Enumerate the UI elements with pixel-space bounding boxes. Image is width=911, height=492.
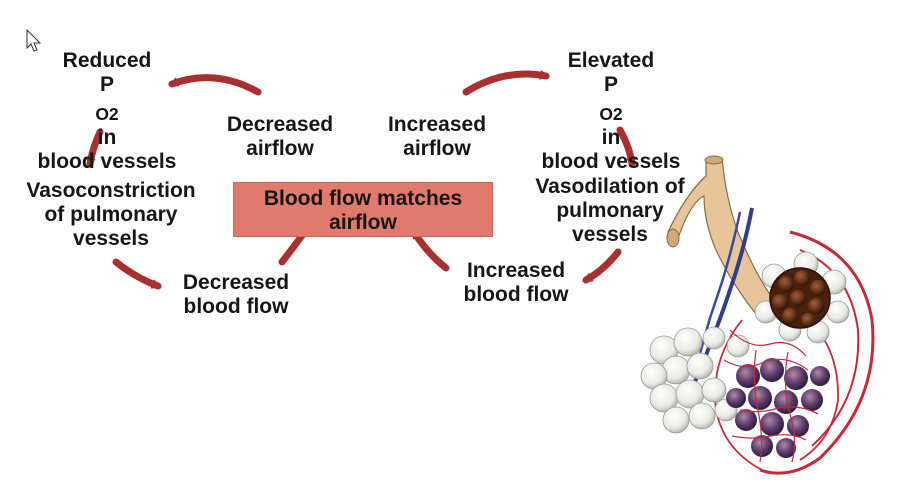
- center-line2: airflow: [329, 211, 397, 234]
- capillary-network: [723, 329, 819, 463]
- artery: [759, 230, 875, 475]
- label-decreased-airflow: Decreased airflow: [210, 113, 350, 161]
- vasoconstriction-line3: vessels: [73, 227, 149, 250]
- label-vasodilation: Vasodilation of pulmonary vessels: [510, 175, 710, 247]
- arrow-elevated-to-vasodilation: [616, 126, 637, 168]
- reduced-line3: blood vessels: [37, 150, 177, 174]
- decreased-blood-line2: blood flow: [183, 295, 289, 318]
- label-vasoconstriction: Vasoconstriction of pulmonary vessels: [2, 179, 220, 251]
- increased-blood-line1: Increased: [466, 259, 566, 282]
- label-increased-airflow: Increased airflow: [368, 113, 506, 161]
- alveolus-cross-section: [769, 267, 831, 329]
- alveoli-cluster-white: [640, 326, 750, 434]
- vasoconstriction-line1: Vasoconstriction: [26, 179, 196, 202]
- arrow-increased-airflow-to-elevated: [462, 69, 550, 96]
- cursor-icon: [26, 28, 42, 52]
- arrow-vasodilation-to-increased-blood: [582, 248, 622, 284]
- label-increased-blood-flow: Increased blood flow: [446, 259, 586, 307]
- vasoconstriction-line2: of pulmonary: [44, 203, 178, 226]
- increased-airflow-line2: airflow: [403, 137, 471, 160]
- vasodilation-line2: pulmonary: [556, 199, 664, 222]
- arrow-increased-blood-to-center: [410, 228, 450, 272]
- decreased-blood-line1: Decreased: [182, 271, 290, 294]
- arrow-reduced-to-vasoconstriction: [85, 128, 104, 168]
- decreased-airflow-line1: Decreased: [226, 113, 334, 136]
- reduced-line1: Reduced: [62, 49, 152, 72]
- elevated-line1: Elevated: [567, 49, 655, 72]
- increased-blood-line2: blood flow: [463, 283, 569, 306]
- decreased-airflow-line2: airflow: [246, 137, 314, 160]
- blood-flow-matches-box: Blood flow matches airflow: [233, 182, 493, 237]
- elevated-line3: blood vessels: [541, 150, 681, 174]
- label-decreased-blood-flow: Decreased blood flow: [162, 271, 310, 319]
- vasodilation-line1: Vasodilation of: [535, 175, 685, 198]
- increased-airflow-line1: Increased: [387, 113, 487, 136]
- arrow-vasoconstriction-to-decreased-blood: [112, 258, 162, 290]
- center-line1: Blood flow matches: [263, 187, 463, 210]
- arrow-airflow-to-reduced: [168, 74, 262, 96]
- vasodilation-line3: vessels: [572, 223, 648, 246]
- lung-alveoli-illustration: [640, 155, 875, 475]
